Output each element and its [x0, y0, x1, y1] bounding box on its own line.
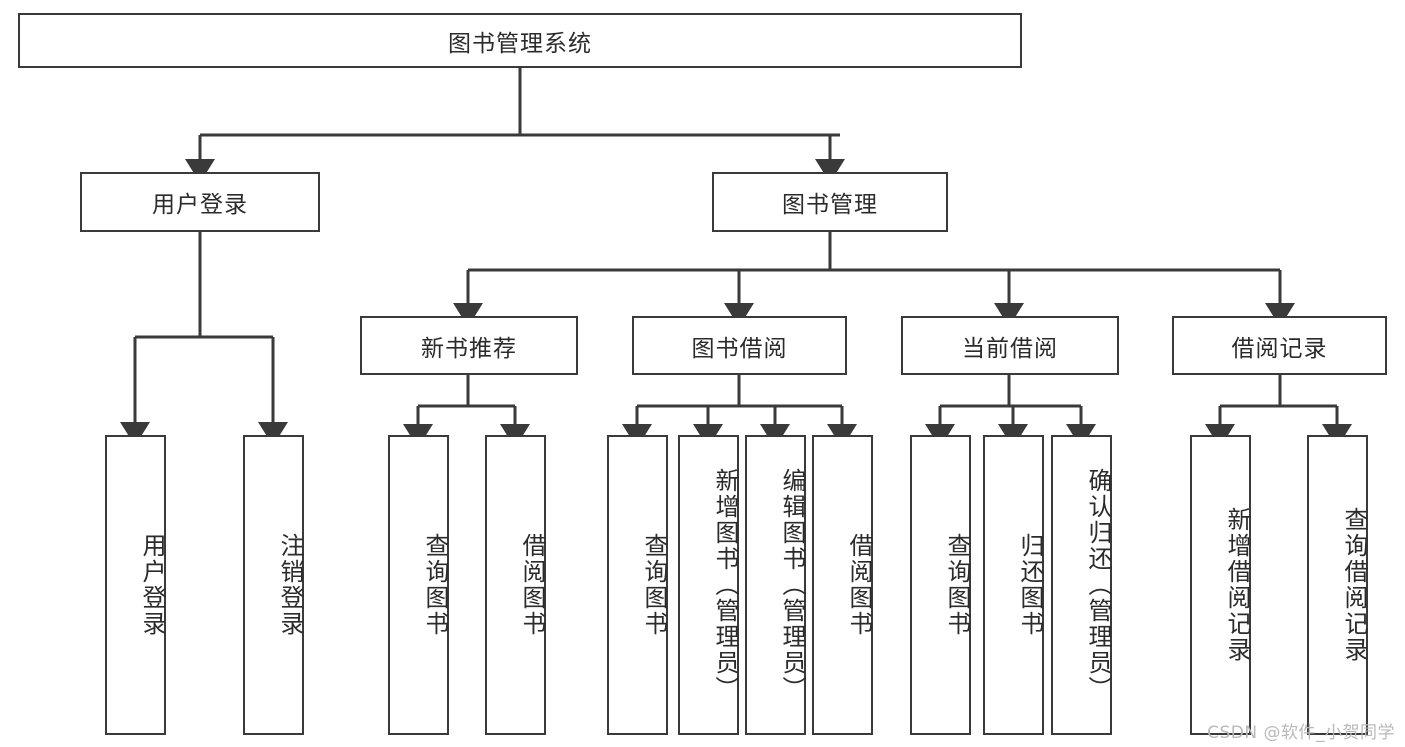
leaf-return-book[interactable]: 归还图书 [983, 435, 1044, 735]
node-new-book-recommend-label: 新书推荐 [421, 335, 517, 362]
leaf-query-borrow-record-label: 查询借阅记录 [1340, 507, 1368, 663]
leaf-query-book-borrow[interactable]: 查询图书 [607, 435, 668, 735]
leaf-borrow-book-recommend[interactable]: 借阅图书 [485, 435, 546, 735]
leaf-query-book-current[interactable]: 查询图书 [910, 435, 971, 735]
node-user-login[interactable]: 用户登录 [80, 172, 320, 232]
leaf-confirm-return-admin[interactable]: 确认归还（管理员） [1051, 435, 1112, 735]
leaf-user-login-label: 用户登录 [138, 533, 166, 637]
leaf-logout-login-label: 注销登录 [276, 533, 304, 637]
node-book-borrow-label: 图书借阅 [691, 335, 788, 362]
node-book-manage-label: 图书管理 [782, 192, 878, 218]
leaf-logout-login[interactable]: 注销登录 [243, 435, 304, 735]
leaf-add-book-admin[interactable]: 新增图书（管理员） [678, 435, 739, 735]
leaf-query-book-current-label: 查询图书 [943, 533, 971, 637]
leaf-edit-book-admin-label: 编辑图书（管理员） [778, 468, 806, 702]
node-user-login-label: 用户登录 [152, 192, 248, 218]
leaf-add-borrow-record-label: 新增借阅记录 [1223, 507, 1251, 663]
leaf-borrow-book-recommend-label: 借阅图书 [518, 533, 546, 637]
leaf-return-book-label: 归还图书 [1016, 533, 1044, 637]
node-current-borrow-label: 当前借阅 [962, 335, 1058, 362]
leaf-query-borrow-record[interactable]: 查询借阅记录 [1307, 435, 1368, 735]
node-book-borrow[interactable]: 图书借阅 [632, 316, 847, 375]
leaf-user-login[interactable]: 用户登录 [105, 435, 166, 735]
leaf-add-borrow-record[interactable]: 新增借阅记录 [1190, 435, 1251, 735]
leaf-query-book-recommend[interactable]: 查询图书 [388, 435, 449, 735]
leaf-borrow-book[interactable]: 借阅图书 [812, 435, 873, 735]
watermark: CSDN @软件_小贺同学 [1207, 723, 1395, 743]
node-book-manage[interactable]: 图书管理 [712, 172, 948, 232]
leaf-confirm-return-admin-label: 确认归还（管理员） [1084, 468, 1112, 702]
node-borrow-record-label: 借阅记录 [1231, 335, 1328, 362]
node-root[interactable]: 图书管理系统 [18, 13, 1022, 68]
node-root-label: 图书管理系统 [448, 30, 592, 57]
node-borrow-record[interactable]: 借阅记录 [1172, 316, 1387, 375]
leaf-borrow-book-label: 借阅图书 [845, 533, 873, 637]
leaf-edit-book-admin[interactable]: 编辑图书（管理员） [745, 435, 806, 735]
node-new-book-recommend[interactable]: 新书推荐 [360, 316, 578, 375]
node-current-borrow[interactable]: 当前借阅 [901, 316, 1119, 375]
leaf-add-book-admin-label: 新增图书（管理员） [711, 468, 739, 702]
leaf-query-book-borrow-label: 查询图书 [640, 533, 668, 637]
leaf-query-book-recommend-label: 查询图书 [421, 533, 449, 637]
